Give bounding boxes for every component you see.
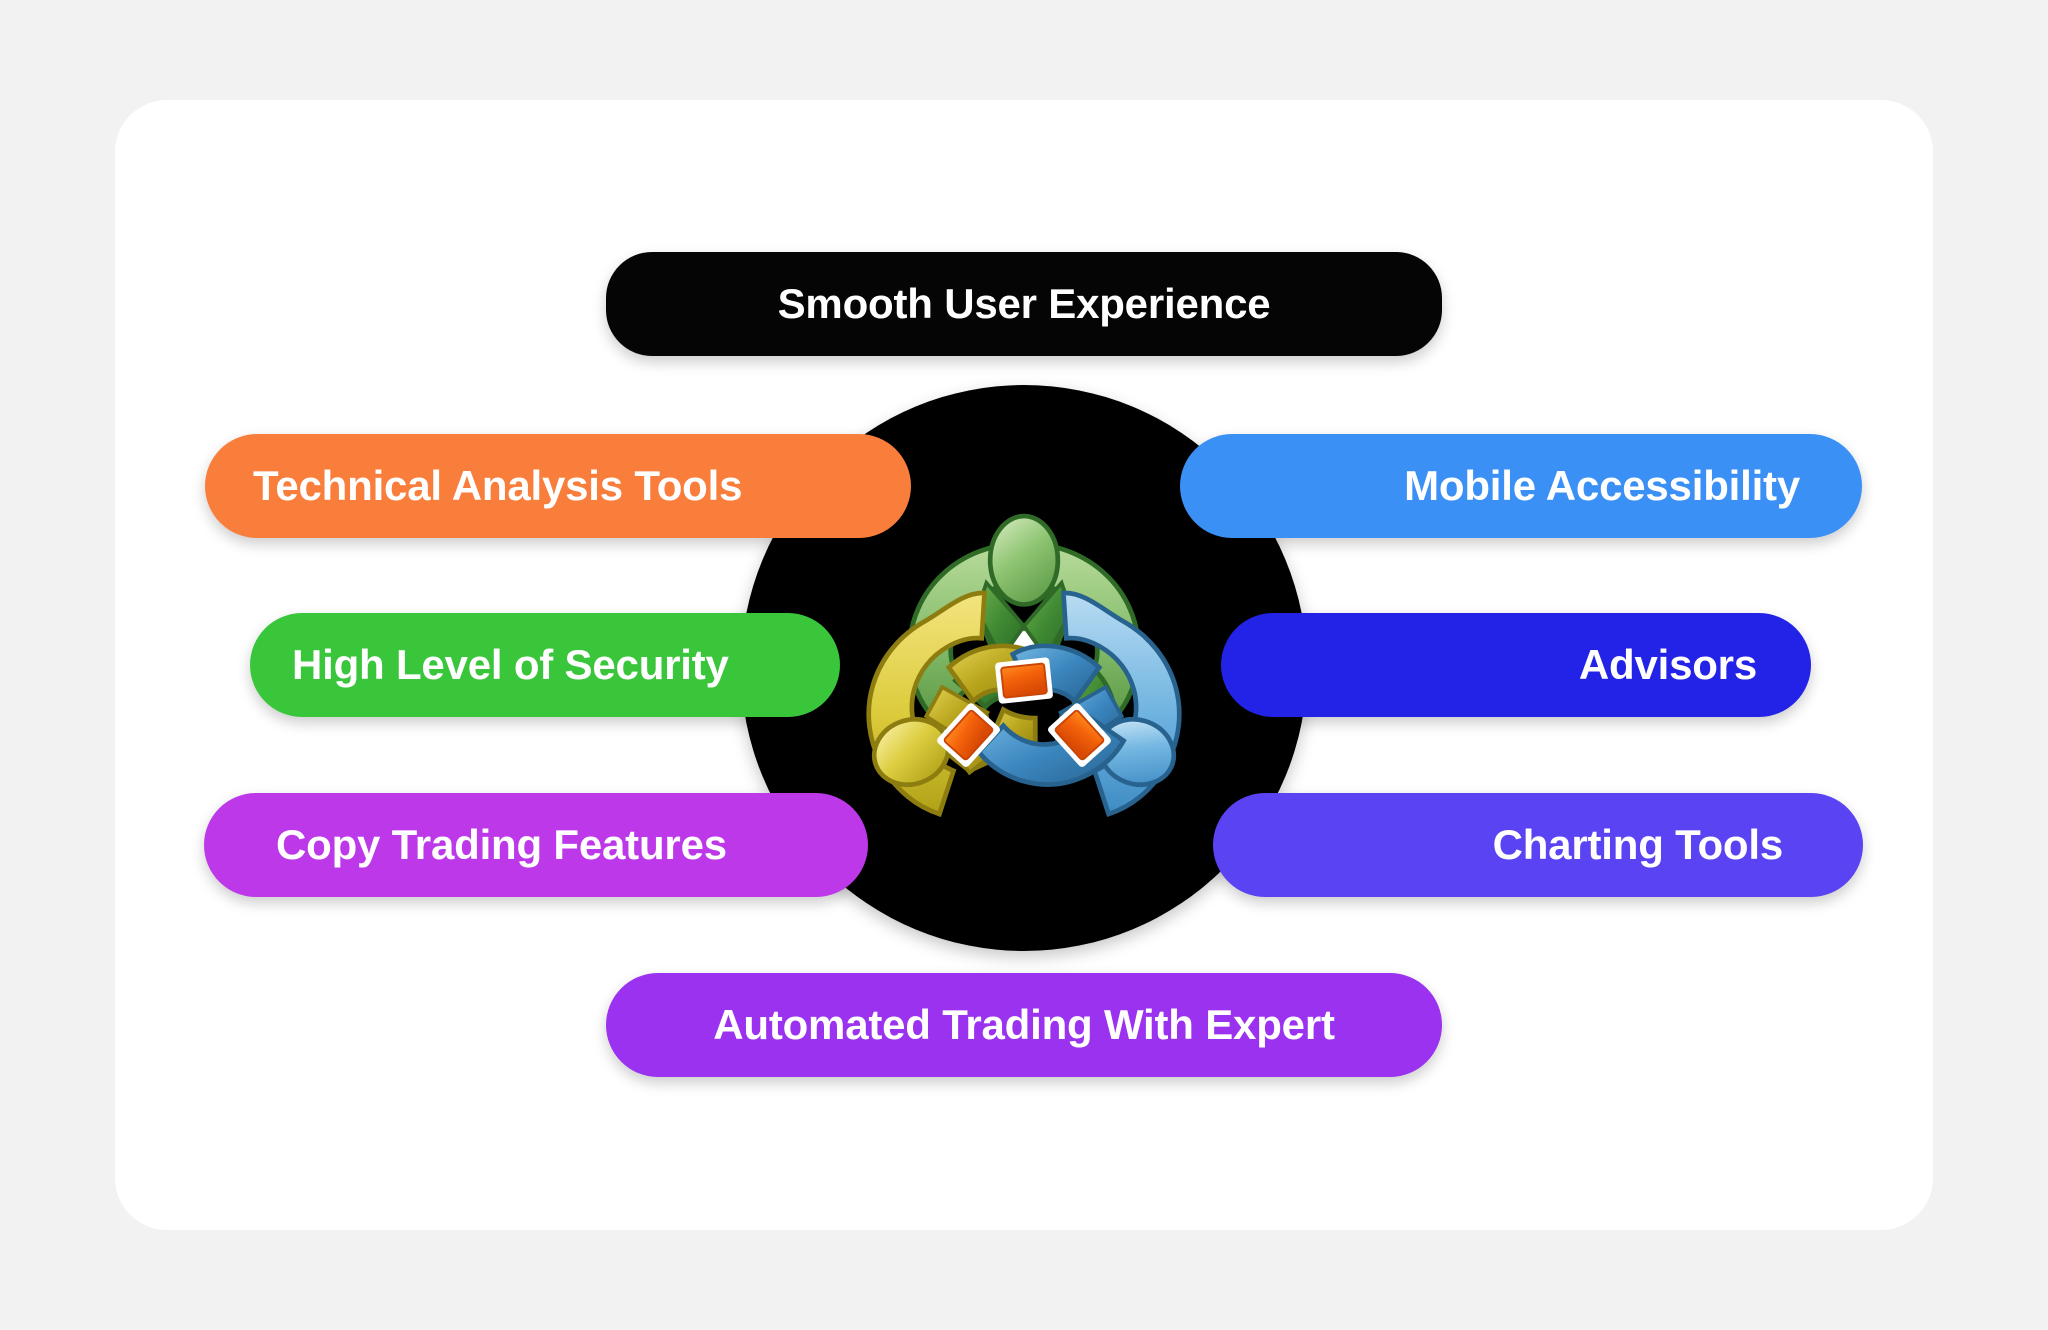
pill-label: Automated Trading With Expert — [713, 1001, 1335, 1048]
pill-high-level-of-security[interactable]: High Level of Security — [250, 613, 840, 717]
pill-label: High Level of Security — [292, 641, 729, 688]
pill-technical-analysis-tools[interactable]: Technical Analysis Tools — [205, 434, 911, 538]
pill-advisors[interactable]: Advisors — [1221, 613, 1811, 717]
pill-smooth-user-experience[interactable]: Smooth User Experience — [606, 252, 1442, 356]
pill-label: Mobile Accessibility — [1404, 462, 1800, 509]
pill-mobile-accessibility[interactable]: Mobile Accessibility — [1180, 434, 1862, 538]
pill-label: Smooth User Experience — [777, 280, 1271, 327]
pill-automated-trading-with-expert[interactable]: Automated Trading With Expert — [606, 973, 1442, 1077]
pill-label: Advisors — [1578, 641, 1757, 688]
metatrader-three-figures-logo — [836, 470, 1212, 846]
pill-label: Technical Analysis Tools — [253, 462, 743, 509]
pill-label: Charting Tools — [1492, 821, 1784, 868]
pill-charting-tools[interactable]: Charting Tools — [1213, 793, 1863, 897]
orange-badges — [937, 657, 1111, 767]
pill-copy-trading-features[interactable]: Copy Trading Features — [204, 793, 868, 897]
pill-label: Copy Trading Features — [276, 821, 727, 868]
